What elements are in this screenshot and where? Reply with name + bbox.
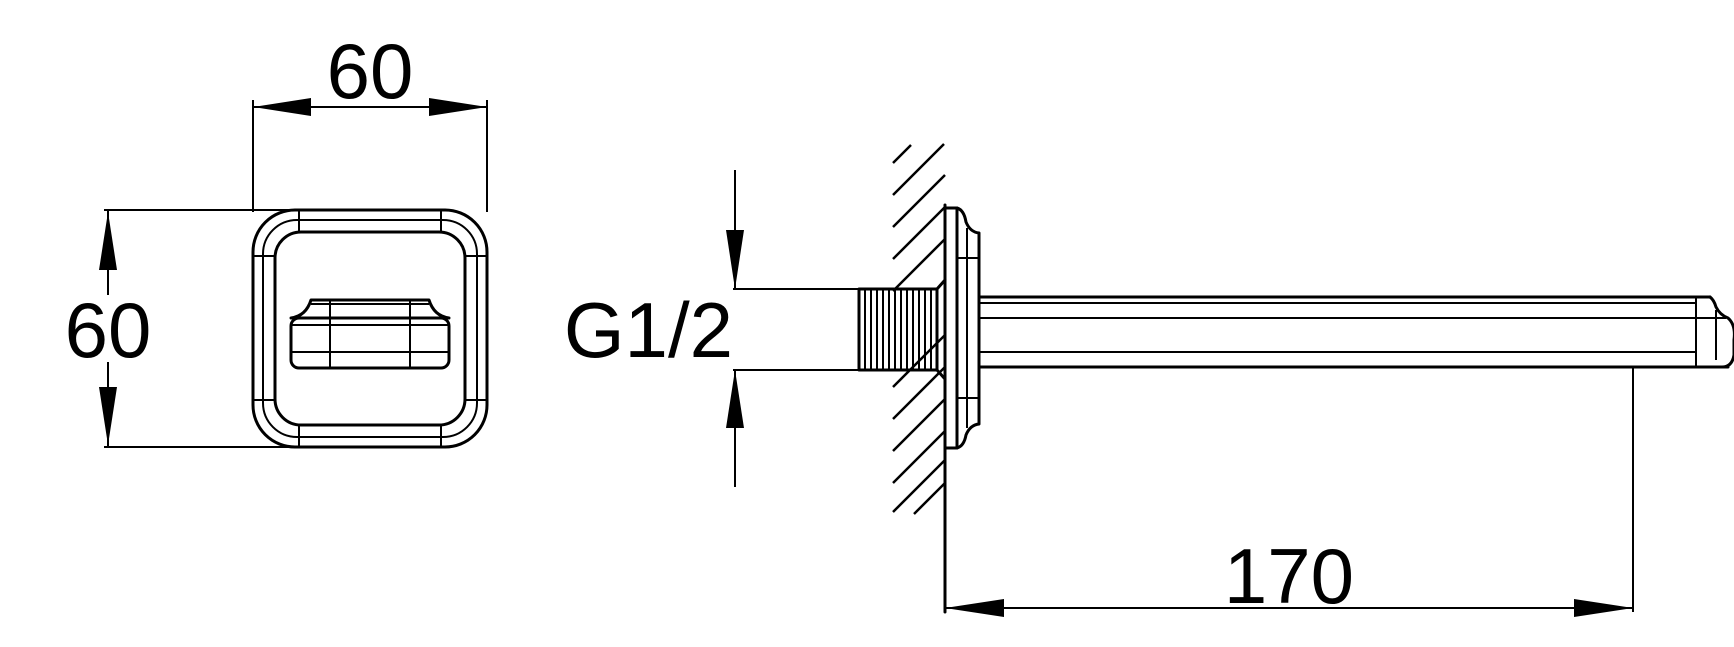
wall-plate [943, 206, 981, 450]
length-dimension: 170 [945, 367, 1634, 620]
front-spout-opening [289, 298, 451, 370]
thread-dim-arrow-top [726, 230, 744, 289]
front-bevel-contour [262, 219, 478, 438]
front-height-arrow-top [99, 212, 117, 270]
side-view: G1/2 170 [564, 143, 1734, 620]
thread-size-label: G1/2 [564, 286, 733, 374]
front-width-arrow-left [253, 98, 311, 116]
thread-dimension: G1/2 [564, 170, 859, 487]
front-height-arrow-bottom [99, 387, 117, 445]
length-dim-arrow-right [1574, 599, 1633, 617]
front-height-dimension: 60 [65, 209, 300, 448]
front-view: 60 60 [65, 27, 489, 449]
wall-hatching [892, 143, 946, 515]
front-height-label: 60 [65, 286, 152, 374]
front-width-dimension: 60 [252, 27, 488, 212]
front-tangent-lines [253, 210, 487, 447]
length-label: 170 [1224, 532, 1354, 620]
front-width-label: 60 [327, 27, 414, 115]
front-outer-shell [251, 208, 489, 449]
front-width-arrow-right [429, 98, 487, 116]
length-dim-arrow-left [945, 599, 1004, 617]
thread-ridges [864, 289, 932, 370]
spout-body [977, 295, 1734, 369]
threaded-connector [857, 278, 947, 381]
thread-dim-arrow-bottom [726, 370, 744, 428]
front-inner-face [273, 230, 467, 427]
